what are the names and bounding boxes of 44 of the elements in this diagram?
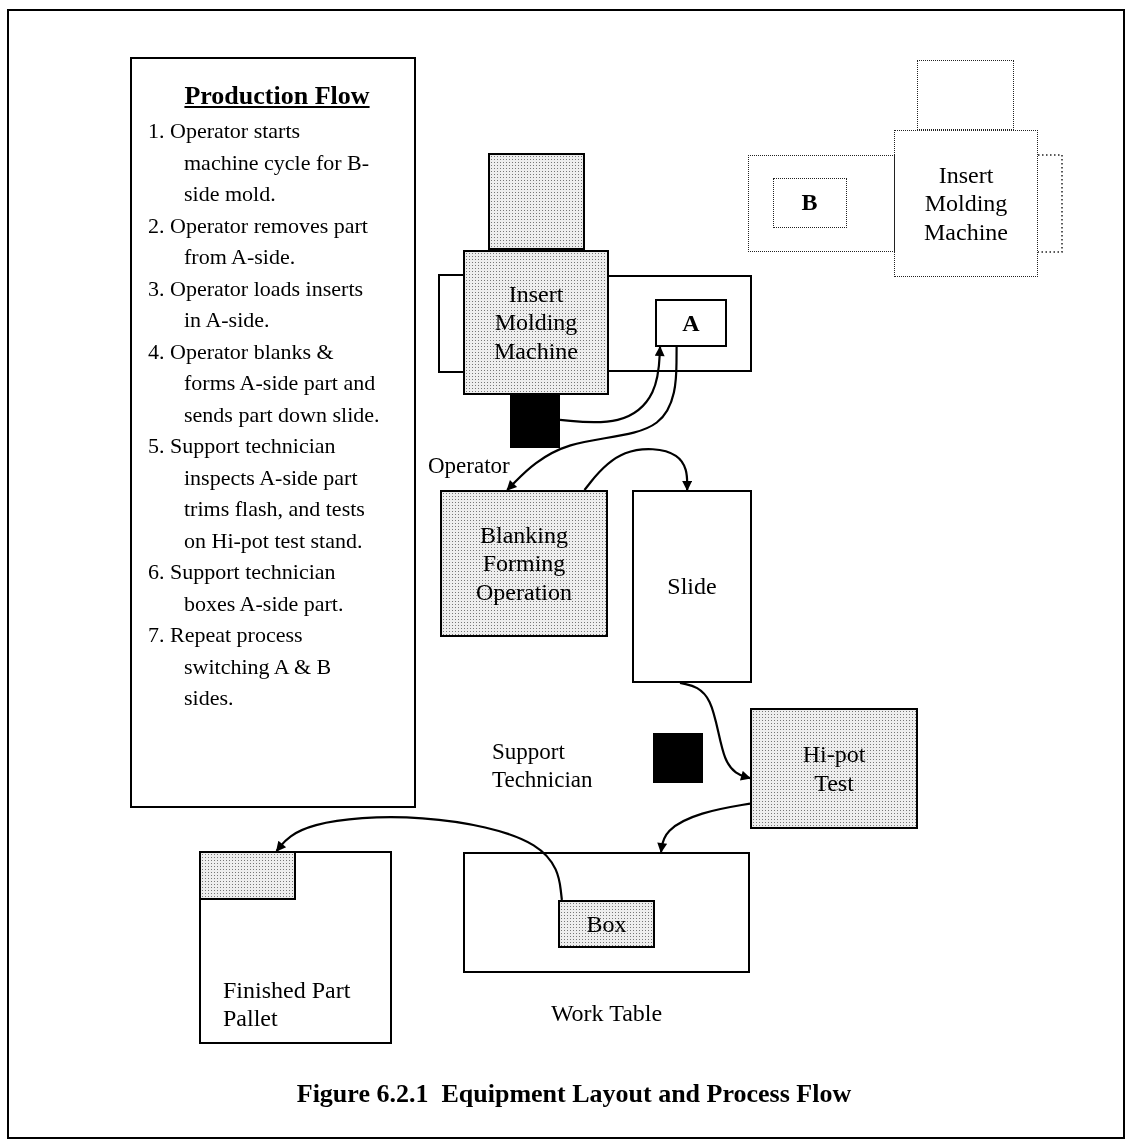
step-text: 3. Operator loads inserts in A-side. xyxy=(148,274,365,335)
dotted-machine-box xyxy=(894,130,1038,277)
dotted-top-box xyxy=(917,60,1014,130)
flow-arrow xyxy=(679,681,751,781)
step-text: 4. Operator blanks & forms A-side part and sends part down slide. xyxy=(148,337,380,429)
flow-arrow xyxy=(657,802,751,853)
flow-arrow xyxy=(559,346,665,424)
node-label: Blanking Forming Operation xyxy=(475,521,573,606)
machine-table xyxy=(607,275,752,372)
step-text: 5. Support technician inspects A-side part trims flash, and tests on Hi-pot test stand. xyxy=(148,432,366,555)
operator-square xyxy=(510,395,560,448)
figure-caption: Figure 6.2.1 Equipment Layout and Process Flow xyxy=(295,1078,853,1110)
node-label: Work Table xyxy=(549,999,664,1028)
node-label: Hi-pot Test xyxy=(801,740,867,797)
node-label: Box xyxy=(586,909,627,939)
node-label: Insert Molding Machine xyxy=(493,280,579,365)
dotted-machine-table xyxy=(748,155,895,252)
node-label: Finished Part Pallet xyxy=(223,975,352,1032)
molding-machine-box xyxy=(463,250,609,395)
dotted-mold-side-box xyxy=(772,177,847,228)
technician-square xyxy=(653,733,703,783)
step-text: 1. Operator starts machine cycle for B-side mold. xyxy=(148,117,371,209)
flow-arrow xyxy=(506,347,678,491)
person-label: Support Technician xyxy=(492,738,594,794)
step-text: 6. Support technician boxes A-side part. xyxy=(148,558,345,618)
slide-box xyxy=(632,490,752,683)
flow-arrow xyxy=(275,816,563,901)
node-label: B xyxy=(801,188,818,217)
step-text: 7. Repeat process switching A & B sides. xyxy=(148,621,333,713)
mold-side-box xyxy=(655,299,727,347)
machine-top-box xyxy=(488,153,585,250)
step-text: 2. Operator removes part from A-side. xyxy=(148,211,369,272)
process-box xyxy=(440,490,608,637)
production-flow-panel xyxy=(130,57,416,808)
pallet-load-area xyxy=(199,851,296,900)
node-label: Slide xyxy=(667,572,717,601)
parts-box xyxy=(558,900,655,948)
person-label: Operator xyxy=(428,452,511,480)
panel-heading: Production Flow xyxy=(183,81,371,112)
test-box xyxy=(750,708,918,829)
flow-arrow xyxy=(583,448,693,491)
node-label: Insert Molding Machine xyxy=(923,161,1009,246)
pallet xyxy=(199,851,392,1044)
node-label: A xyxy=(682,308,700,338)
